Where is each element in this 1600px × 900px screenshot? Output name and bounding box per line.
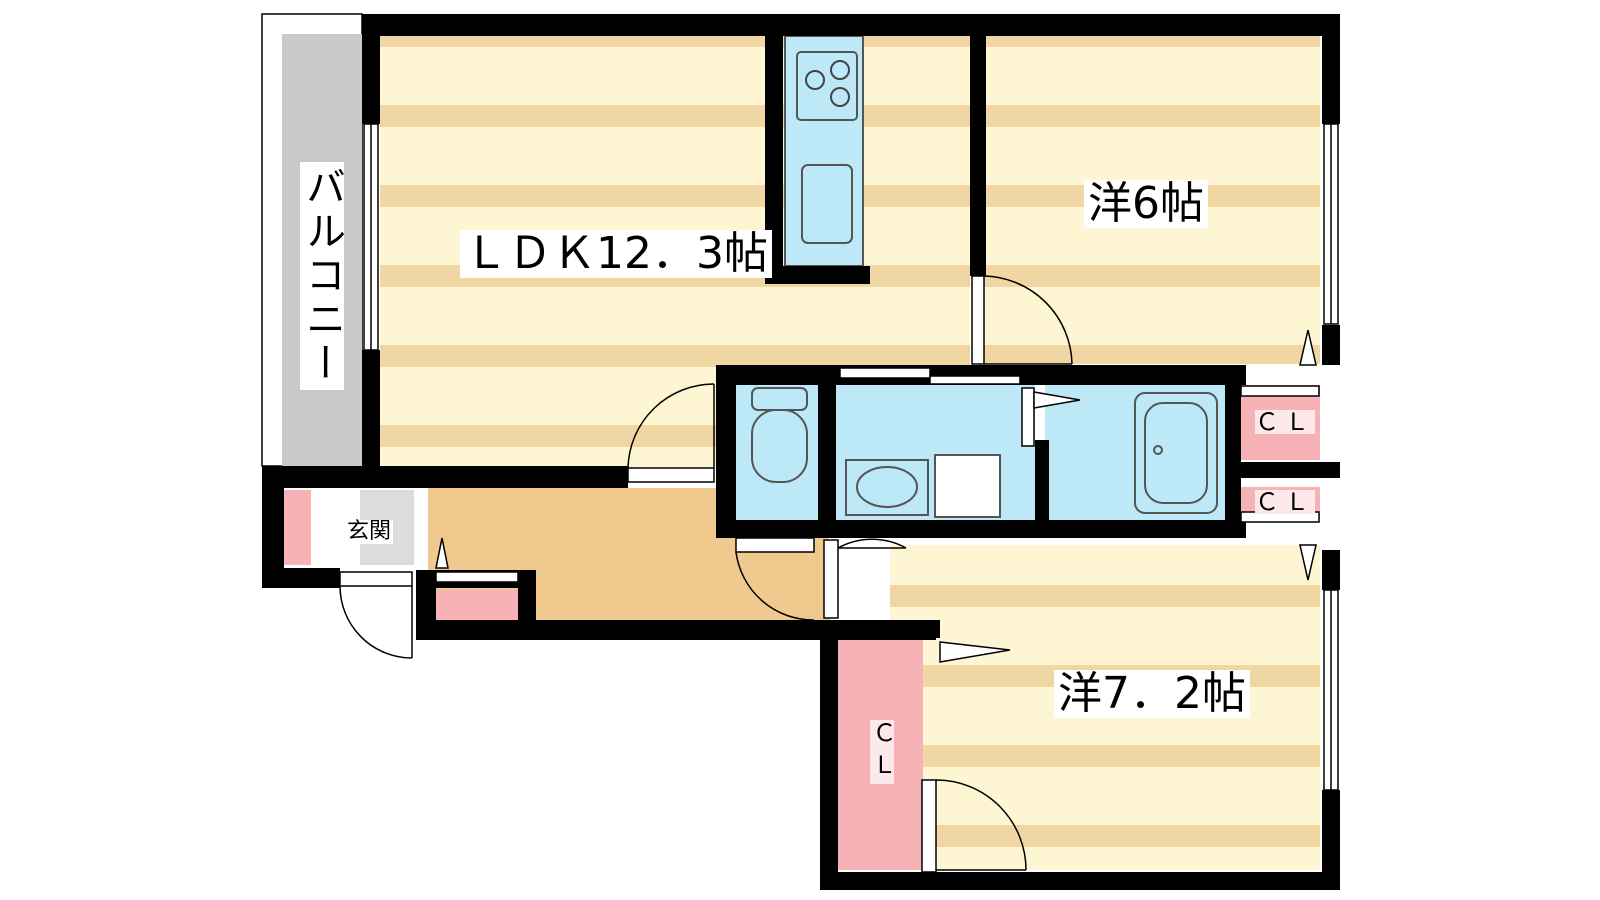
wall-entrance-bottom: [262, 568, 340, 588]
wall-ldk-bottom: [262, 466, 628, 488]
wall-entrance-left: [262, 466, 284, 586]
door-wash-swing: [837, 538, 907, 549]
wall-toilet-right: [818, 385, 836, 535]
door-6-leaf: [971, 275, 985, 365]
door-ldk-leaf: [627, 467, 715, 483]
walls: [262, 14, 1340, 890]
entrance-label: 玄関: [345, 519, 394, 544]
basin-bowl: [856, 466, 918, 508]
slide-bath: [1021, 387, 1035, 447]
hallway-lower: [530, 560, 830, 620]
wall-right-bottom: [1322, 790, 1340, 890]
ldk-label: ＬＤＫ12．3帖: [460, 230, 772, 278]
wall-right-mid: [1322, 325, 1340, 365]
wall-wet-left: [716, 365, 736, 533]
washing-machine: [934, 454, 1001, 518]
doors: [339, 275, 1073, 873]
wall-bottom: [820, 872, 1340, 890]
bathtub-inner: [1144, 402, 1208, 504]
shoe-slide: [435, 571, 519, 583]
slide-72-arrow: [939, 641, 1011, 663]
wall-ldk-left-upper: [362, 14, 380, 124]
door-72-swing: [935, 779, 1027, 871]
slide-wash-2: [929, 375, 1021, 385]
wall-top: [362, 14, 1340, 36]
shoe-arrow: [435, 537, 449, 569]
wall-kitchen-bottom: [765, 266, 870, 284]
wall-72-top: [820, 620, 940, 638]
door-toilet-swing: [735, 551, 815, 621]
door-entrance-leaf: [339, 571, 413, 587]
closet-upper-label: ＣＬ: [1255, 408, 1315, 436]
western-72-label: 洋7．2帖: [1054, 670, 1250, 718]
wall-hall-step: [416, 575, 436, 640]
bathtub-drain: [1153, 445, 1163, 455]
closet-middle-label: ＣＬ: [1255, 488, 1315, 516]
kitchen-sink: [801, 164, 853, 244]
shoe-closet: [436, 590, 518, 620]
slide-cl-upper: [1240, 385, 1320, 397]
burner-1: [805, 70, 825, 90]
wall-ldk-left-lower: [362, 350, 380, 470]
wall-right-upper: [1322, 14, 1340, 124]
door-toilet-leaf: [735, 537, 815, 553]
cl-lower-arrow: [1299, 544, 1317, 581]
stove: [796, 51, 858, 121]
slide-bath-arrow: [1033, 391, 1081, 409]
balcony-label: バルコニー: [299, 162, 345, 390]
wall-bath-left: [1035, 440, 1049, 520]
wall-right-lower: [1322, 550, 1340, 590]
wall-kitchen-side: [765, 36, 783, 266]
door-72-leaf: [921, 779, 937, 873]
western-6-label: 洋6帖: [1084, 180, 1208, 228]
wall-72-left: [820, 620, 838, 890]
door-6-swing: [983, 275, 1073, 365]
toilet-bowl: [751, 409, 808, 483]
slide-wash: [839, 367, 931, 379]
burner-2: [830, 60, 850, 80]
door-ldk-swing: [627, 383, 715, 469]
door-wash-leaf: [823, 539, 839, 619]
cl-upper-arrow: [1299, 329, 1317, 366]
wall-wet-bottom: [716, 520, 1246, 538]
wall-bath-right: [1225, 365, 1241, 535]
wall-partition-ldk-6: [970, 36, 986, 276]
wall-hall-bottom: [416, 620, 936, 640]
entrance-closet: [283, 490, 311, 565]
closet-lower-label: ＣＬ: [868, 720, 896, 784]
wall-closet-divider: [1240, 462, 1340, 478]
windows: [363, 123, 1339, 791]
door-entrance-swing: [339, 585, 413, 659]
toilet-tank: [751, 387, 808, 411]
sliding-doors: [435, 329, 1320, 663]
burner-3: [830, 87, 850, 107]
